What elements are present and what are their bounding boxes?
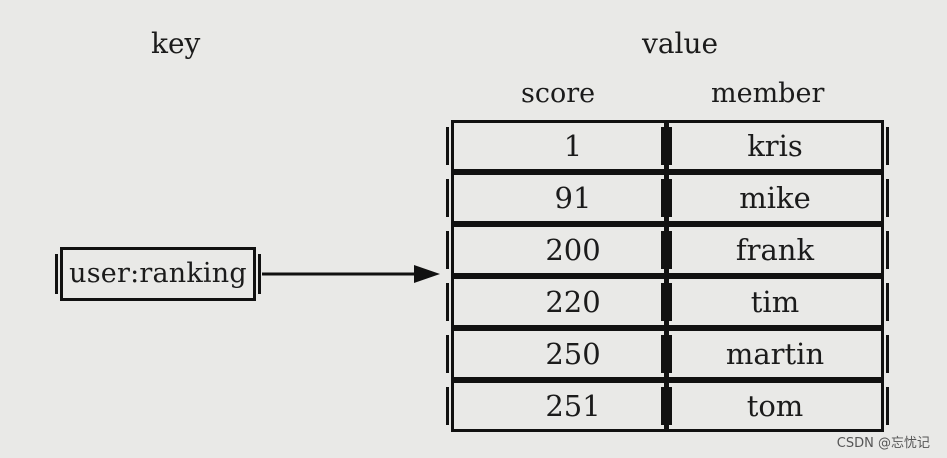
member-cell: tom xyxy=(661,380,889,432)
table-row: 250 martin xyxy=(446,328,889,380)
score-cell: 1 xyxy=(446,120,672,172)
key-heading: key xyxy=(151,27,201,60)
score-cell: 250 xyxy=(446,328,672,380)
member-heading: member xyxy=(711,78,825,109)
value-heading: value xyxy=(642,27,719,60)
arrow-icon xyxy=(262,265,440,283)
score-cell: 200 xyxy=(446,224,672,276)
table-row: 220 tim xyxy=(446,276,889,328)
score-cell: 251 xyxy=(446,380,672,432)
value-table: 1 kris 91 mike 200 frank 220 tim 250 mar… xyxy=(446,120,889,432)
table-row: 91 mike xyxy=(446,172,889,224)
watermark: CSDN @忘忧记 xyxy=(836,436,930,451)
table-row: 1 kris xyxy=(446,120,889,172)
score-heading: score xyxy=(521,78,596,109)
member-cell: frank xyxy=(661,224,889,276)
table-row: 251 tom xyxy=(446,380,889,432)
score-cell: 220 xyxy=(446,276,672,328)
table-row: 200 frank xyxy=(446,224,889,276)
member-cell: martin xyxy=(661,328,889,380)
member-cell: tim xyxy=(661,276,889,328)
score-cell: 91 xyxy=(446,172,672,224)
member-cell: mike xyxy=(661,172,889,224)
key-box: user:ranking xyxy=(55,247,261,301)
member-cell: kris xyxy=(661,120,889,172)
